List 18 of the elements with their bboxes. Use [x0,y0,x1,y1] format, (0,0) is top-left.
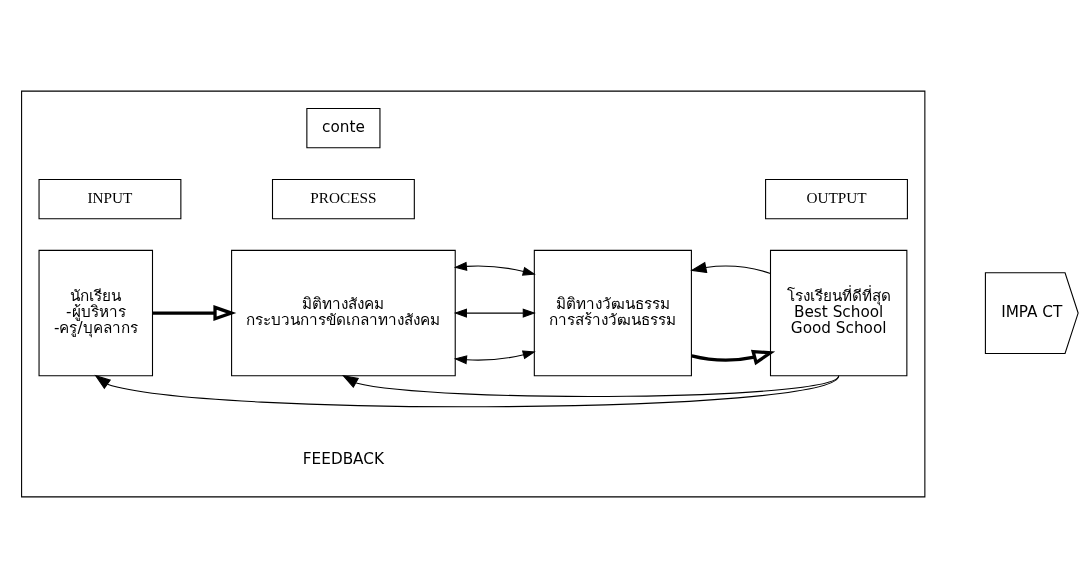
node-box: PROCESS [271,178,415,220]
arrow [453,308,536,318]
node-box: มิติทางวัฒนธรรม การสร้างวัฒนธรรม [533,249,692,377]
node-box: โรงเรียนที่ดีที่สุด Best School Good School [769,249,908,377]
arrow [152,305,237,322]
arrow [341,375,840,397]
arrow [690,261,771,274]
arrow [691,349,776,366]
label: FEEDBACK [302,449,384,468]
node-box: มิติทางสังคม กระบวนการขัดเกลาทางสังคม [231,249,456,377]
arrow [453,350,536,365]
node-box: conte [306,108,381,149]
node-box: OUTPUT [765,178,908,220]
arrow [94,374,840,408]
node-box: INPUT [38,178,182,220]
arrow [453,261,536,276]
cluster [21,90,926,498]
node-box: นักเรียน -ผู้บริหาร -ครู/บุคลากร [38,249,154,377]
